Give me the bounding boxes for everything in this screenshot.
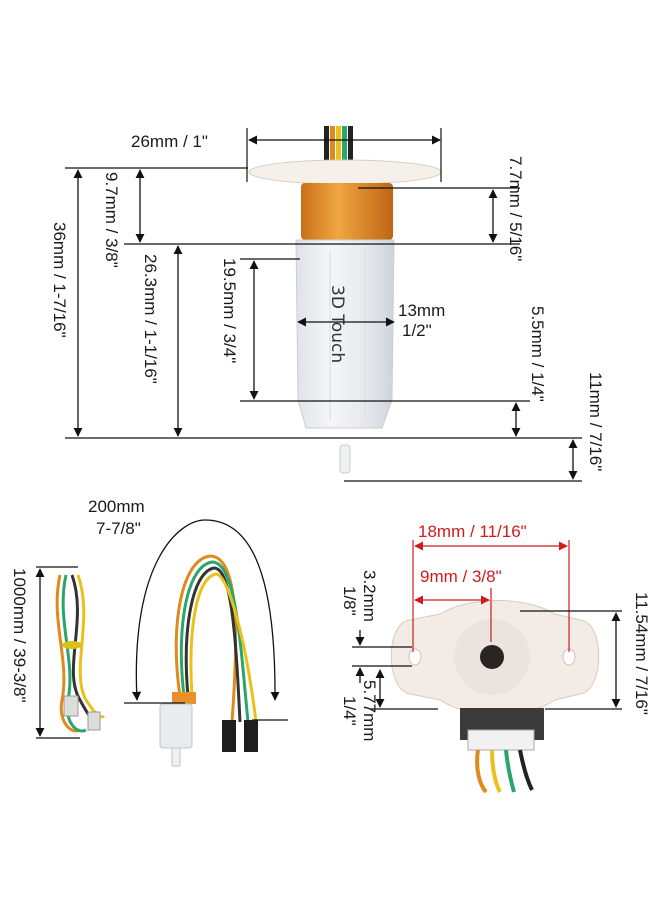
sleeve-height-label: 19.5mm / 3/4" [220, 258, 239, 363]
half-spacing-label: 9mm / 3/8" [420, 567, 502, 586]
short-cable-label-in: 7-7/8" [96, 519, 141, 538]
width-label: 26mm / 1" [131, 132, 208, 151]
long-cable-view: 1000mm / 39-3/8" [10, 566, 106, 739]
pin-length-label: 11mm / 7/16" [586, 372, 605, 471]
hole-diameter-label-mm: 3.2mm [360, 570, 379, 622]
diameter-label-in: 1/2" [402, 321, 432, 340]
short-cable-label-mm: 200mm [88, 497, 145, 516]
tip-step-label: 5.5mm / 1/4" [528, 306, 547, 402]
coil-height-label: 7.7mm / 5/16" [506, 156, 525, 261]
offset-label-in: 1/4" [340, 696, 359, 726]
wire-bundle-top [324, 126, 353, 168]
short-cable-view: 200mm 7-7/8" [88, 497, 288, 767]
probe-pin [339, 444, 351, 474]
offset-label-mm: 5.77mm [360, 680, 379, 741]
short-cable-dimension-arc [132, 519, 280, 701]
mounting-flange [248, 159, 442, 185]
coil [301, 183, 393, 240]
diameter-label-mm: 13mm [398, 301, 445, 320]
flange-width-label: 11.54mm / 7/16" [632, 592, 651, 715]
mount-hole-left [408, 648, 422, 666]
hole-spacing-label: 18mm / 11/16" [418, 522, 527, 541]
total-height-label: 36mm / 1-7/16" [50, 222, 69, 338]
hole-diameter-label-in: 1/8" [340, 586, 359, 616]
product-label: 3D Touch [327, 285, 347, 363]
center-bore [480, 645, 504, 669]
probe-body [295, 239, 395, 429]
probe-side-view: 3D Touch 26mm / 1" 36mm / 1-7/16" 9.7mm … [50, 126, 605, 482]
mount-top-view: 18mm / 11/16" 9mm / 3/8" 3.2mm 1/8" 5.77… [340, 522, 651, 794]
long-cable-label: 1000mm / 39-3/8" [10, 568, 29, 703]
flange-to-body-label: 9.7mm / 3/8" [102, 172, 121, 268]
body-height-label: 26.3mm / 1-1/16" [141, 254, 160, 384]
